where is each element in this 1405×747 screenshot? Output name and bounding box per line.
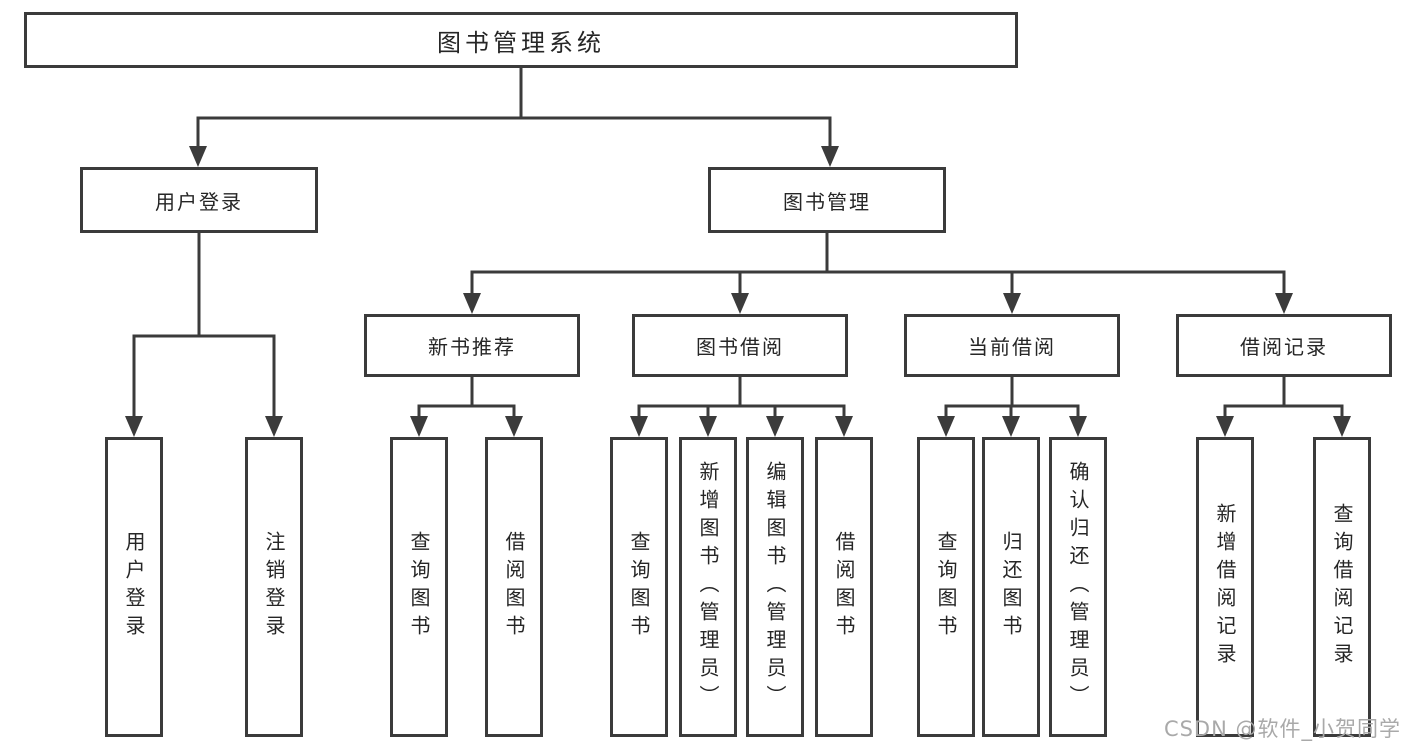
node-borrow: 图书借阅 [632,314,848,377]
node-label: 编辑图书（管理员） [763,461,787,713]
arrowhead-down-icon [1002,416,1020,437]
arrowhead-down-icon [937,416,955,437]
node-current: 当前借阅 [904,314,1120,377]
node-label: 用户登录 [155,189,243,214]
node-borrow-add: 新增图书（管理员） [679,437,737,737]
arrowhead-down-icon [189,146,207,167]
node-label: 新增图书（管理员） [696,461,720,713]
node-records-add: 新增借阅记录 [1196,437,1254,737]
arrowhead-down-icon [1216,416,1234,437]
arrowhead-down-icon [699,416,717,437]
node-label: 归还图书 [999,531,1023,643]
node-label: 用户登录 [122,531,146,643]
node-label: 借阅图书 [502,531,526,643]
watermark: CSDN @软件_小贺同学 [1163,717,1401,741]
node-recommend-query: 查询图书 [390,437,448,737]
arrowhead-down-icon [1275,293,1293,314]
node-label: 借阅图书 [832,531,856,643]
node-label: 确认归还（管理员） [1066,461,1090,713]
node-current-confirm: 确认归还（管理员） [1049,437,1107,737]
arrowhead-down-icon [265,416,283,437]
arrowhead-down-icon [630,416,648,437]
node-label: 图书管理系统 [437,28,605,57]
node-records: 借阅记录 [1176,314,1392,377]
node-label: 图书管理 [783,189,871,214]
node-label: 借阅记录 [1240,335,1328,359]
node-login: 用户登录 [80,167,318,233]
node-label: 查询图书 [934,531,958,643]
node-borrow-edit: 编辑图书（管理员） [746,437,804,737]
node-current-query: 查询图书 [917,437,975,737]
node-login-logout: 注销登录 [245,437,303,737]
node-borrow-query: 查询图书 [610,437,668,737]
node-label: 注销登录 [262,531,286,643]
node-label: 查询借阅记录 [1330,503,1354,671]
arrowhead-down-icon [1003,293,1021,314]
arrowhead-down-icon [766,416,784,437]
node-label: 新书推荐 [428,335,516,359]
arrowhead-down-icon [410,416,428,437]
node-borrow-borrow: 借阅图书 [815,437,873,737]
node-manage: 图书管理 [708,167,946,233]
node-label: 查询图书 [407,531,431,643]
node-login-user: 用户登录 [105,437,163,737]
node-recommend: 新书推荐 [364,314,580,377]
node-label: 新增借阅记录 [1213,503,1237,671]
node-records-query: 查询借阅记录 [1313,437,1371,737]
arrowhead-down-icon [835,416,853,437]
node-recommend-borrow: 借阅图书 [485,437,543,737]
arrowhead-down-icon [1333,416,1351,437]
node-label: 图书借阅 [696,335,784,359]
arrowhead-down-icon [821,146,839,167]
arrowhead-down-icon [731,293,749,314]
node-current-return: 归还图书 [982,437,1040,737]
node-root: 图书管理系统 [24,12,1018,68]
arrowhead-down-icon [1069,416,1087,437]
node-label: 查询图书 [627,531,651,643]
arrowhead-down-icon [125,416,143,437]
arrowhead-down-icon [463,293,481,314]
node-label: 当前借阅 [968,335,1056,359]
arrowhead-down-icon [505,416,523,437]
